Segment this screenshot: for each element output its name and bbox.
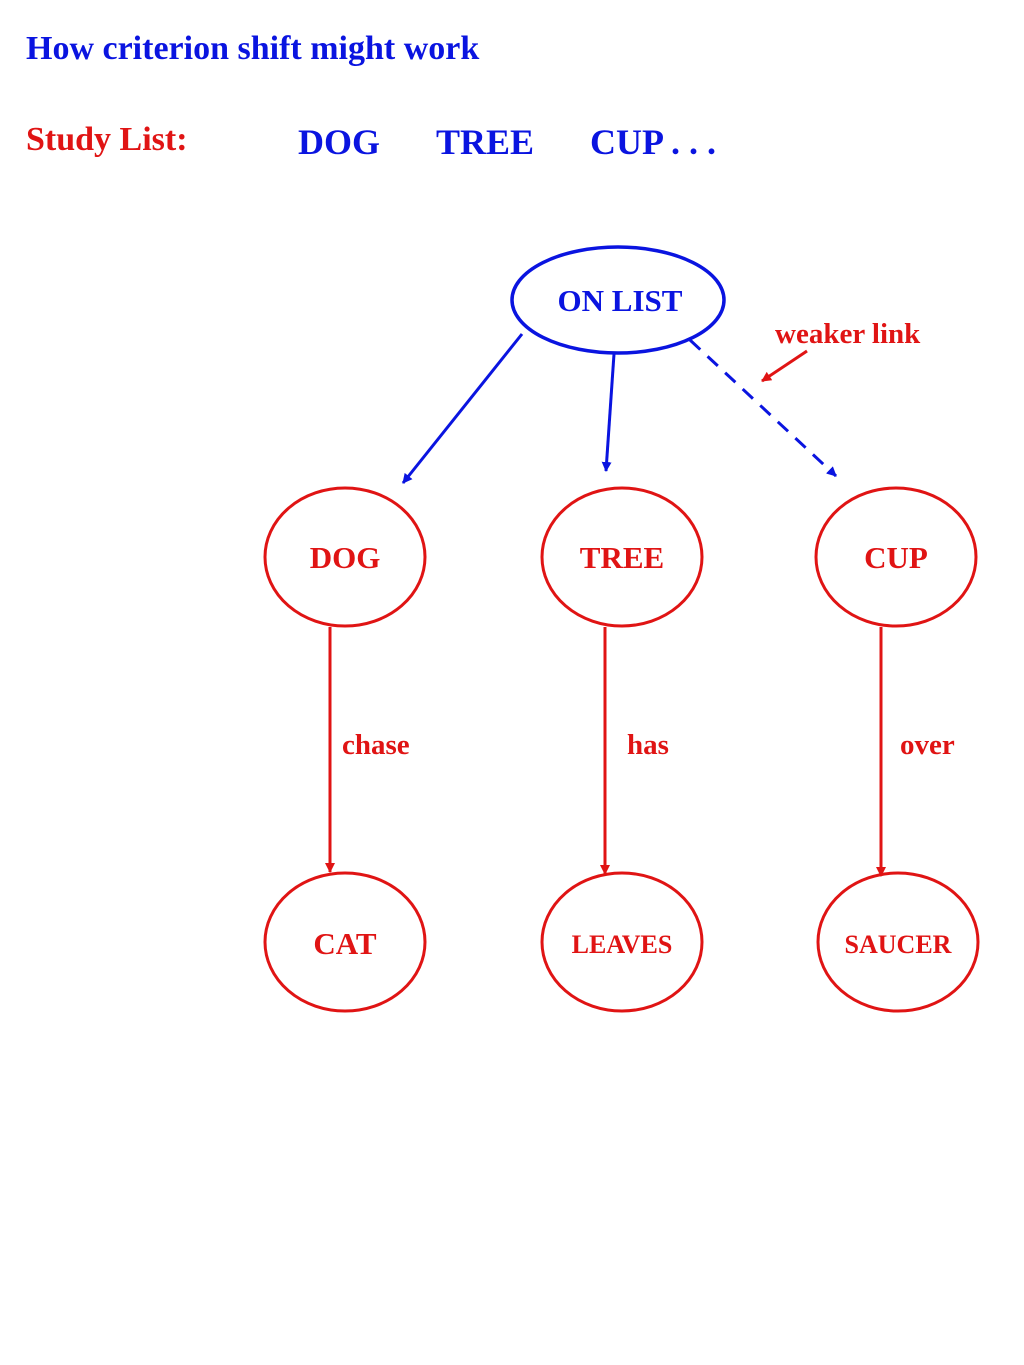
associate-node-label: SAUCER: [845, 930, 952, 959]
study-item-tree: TREE: [436, 122, 535, 162]
weaker-link-pointer-arrow: [761, 349, 808, 383]
page-title: How criterion shift might work: [26, 30, 480, 67]
word-node-label: TREE: [580, 540, 664, 575]
associate-node-label: CAT: [313, 926, 376, 961]
study-item-cup: CUP . . .: [590, 122, 716, 162]
associate-node-saucer: SAUCER: [816, 871, 980, 1013]
associate-node-cat: CAT: [263, 871, 427, 1013]
word-node-dog: DOG: [263, 486, 427, 628]
link-root-cup-dashed: [688, 338, 838, 478]
associate-node-label: LEAVES: [572, 930, 673, 959]
associate-node-leaves: LEAVES: [540, 871, 704, 1013]
link-root-tree: [601, 353, 616, 472]
relation-label-chase: chase: [342, 729, 410, 761]
relation-label-has: has: [627, 729, 669, 761]
word-node-tree: TREE: [540, 486, 704, 628]
study-item-dog: DOG: [298, 122, 381, 162]
relation-label-over: over: [900, 729, 955, 761]
word-node-label: DOG: [310, 540, 381, 575]
study-list-label: Study List:: [26, 121, 188, 158]
word-node-cup: CUP: [814, 486, 978, 628]
root-node-label: ON LIST: [558, 283, 683, 318]
weaker-link-label: weaker link: [775, 318, 921, 350]
root-node: ON LIST: [510, 245, 726, 355]
word-node-label: CUP: [864, 540, 928, 575]
link-root-dog: [401, 333, 524, 484]
